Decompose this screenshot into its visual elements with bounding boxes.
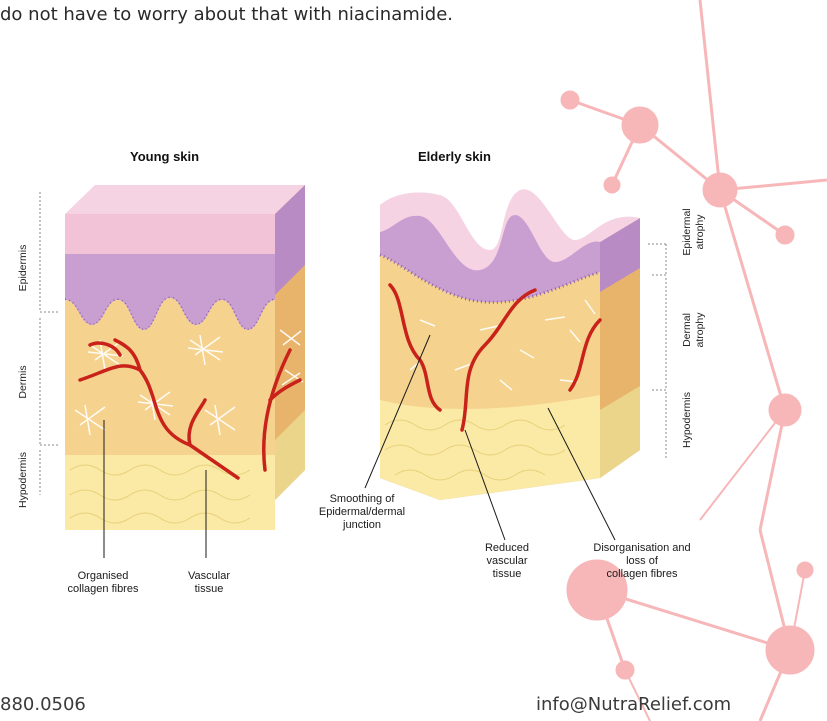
disorganisation-label-1: Disorganisation and [593,542,690,554]
reduced-label-1: Reduced [485,542,529,554]
epidermal-atrophy-label-1: Epidermal [681,208,693,255]
smoothing-label-3: junction [342,519,381,531]
young-skin-title: Young skin [130,149,199,164]
disorganisation-label-2: loss of [626,555,659,567]
smoothing-label-2: Epidermal/dermal [319,506,405,518]
dermis-label: Dermis [17,365,29,398]
young-skin-block [65,185,305,530]
organised-label-2: collagen fibres [68,583,139,595]
epidermal-atrophy-label-2: atrophy [694,214,706,250]
email-address[interactable]: info@NutraRelief.com [536,694,731,715]
reduced-label-2: vascular [487,555,528,567]
elderly-skin-title: Elderly skin [418,149,491,164]
right-layer-axis [648,244,666,460]
dermal-atrophy-label-2: atrophy [694,312,706,348]
dermal-atrophy-label-1: Dermal [681,313,693,347]
phone-number: 880.0506 [0,694,86,715]
disorganisation-label-3: collagen fibres [607,568,678,580]
reduced-label-3: tissue [493,568,522,580]
smoothing-label-1: Smoothing of [330,493,396,505]
right-hypodermis-label: Hypodermis [681,392,693,448]
elderly-skin-block [380,189,640,500]
organised-label-1: Organised [78,570,129,582]
hypodermis-label: Hypodermis [17,452,29,508]
left-layer-axis [40,192,58,495]
vascular-label-2: tissue [195,583,224,595]
vascular-label-1: Vascular [188,570,230,582]
epidermis-label: Epidermis [17,245,29,292]
